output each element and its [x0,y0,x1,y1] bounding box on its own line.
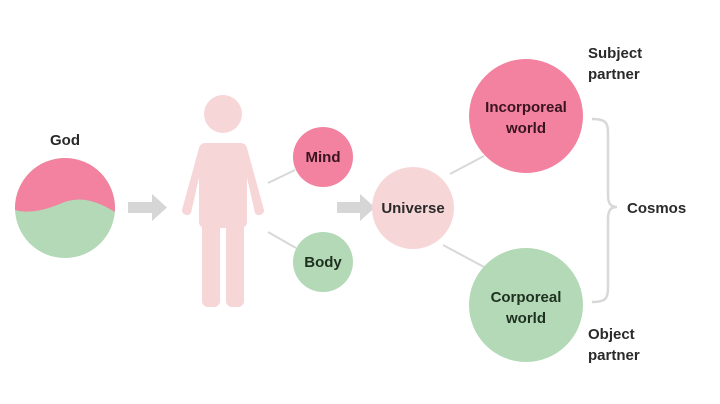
corporeal-label-line2: world [505,310,546,327]
universe-label: Universe [381,200,444,217]
connector-line [267,231,297,249]
connector-line [449,155,485,175]
arrow-icon [337,194,375,221]
brace-icon [591,117,618,304]
incorporeal-label-line2: world [505,120,546,137]
god-label: God [50,132,80,149]
connector-line [442,244,485,268]
object-partner-line2: partner [588,347,640,364]
object-partner-line1: Object [588,326,635,343]
mind-circle [293,127,353,187]
arrow-icon [128,194,167,221]
body-label: Body [304,254,342,271]
god-circle [15,158,115,258]
incorporeal-label-line1: Incorporeal [485,99,567,116]
incorporeal-world-circle [469,59,583,173]
corporeal-world-circle [469,248,583,362]
subject-partner-line2: partner [588,66,640,83]
subject-partner-line1: Subject [588,45,642,62]
person-icon [182,95,264,307]
universe-circle [372,167,454,249]
cosmos-label: Cosmos [627,200,686,217]
mind-label: Mind [306,149,341,166]
corporeal-label-line1: Corporeal [491,289,562,306]
connector-line [267,169,296,184]
body-circle [293,232,353,292]
